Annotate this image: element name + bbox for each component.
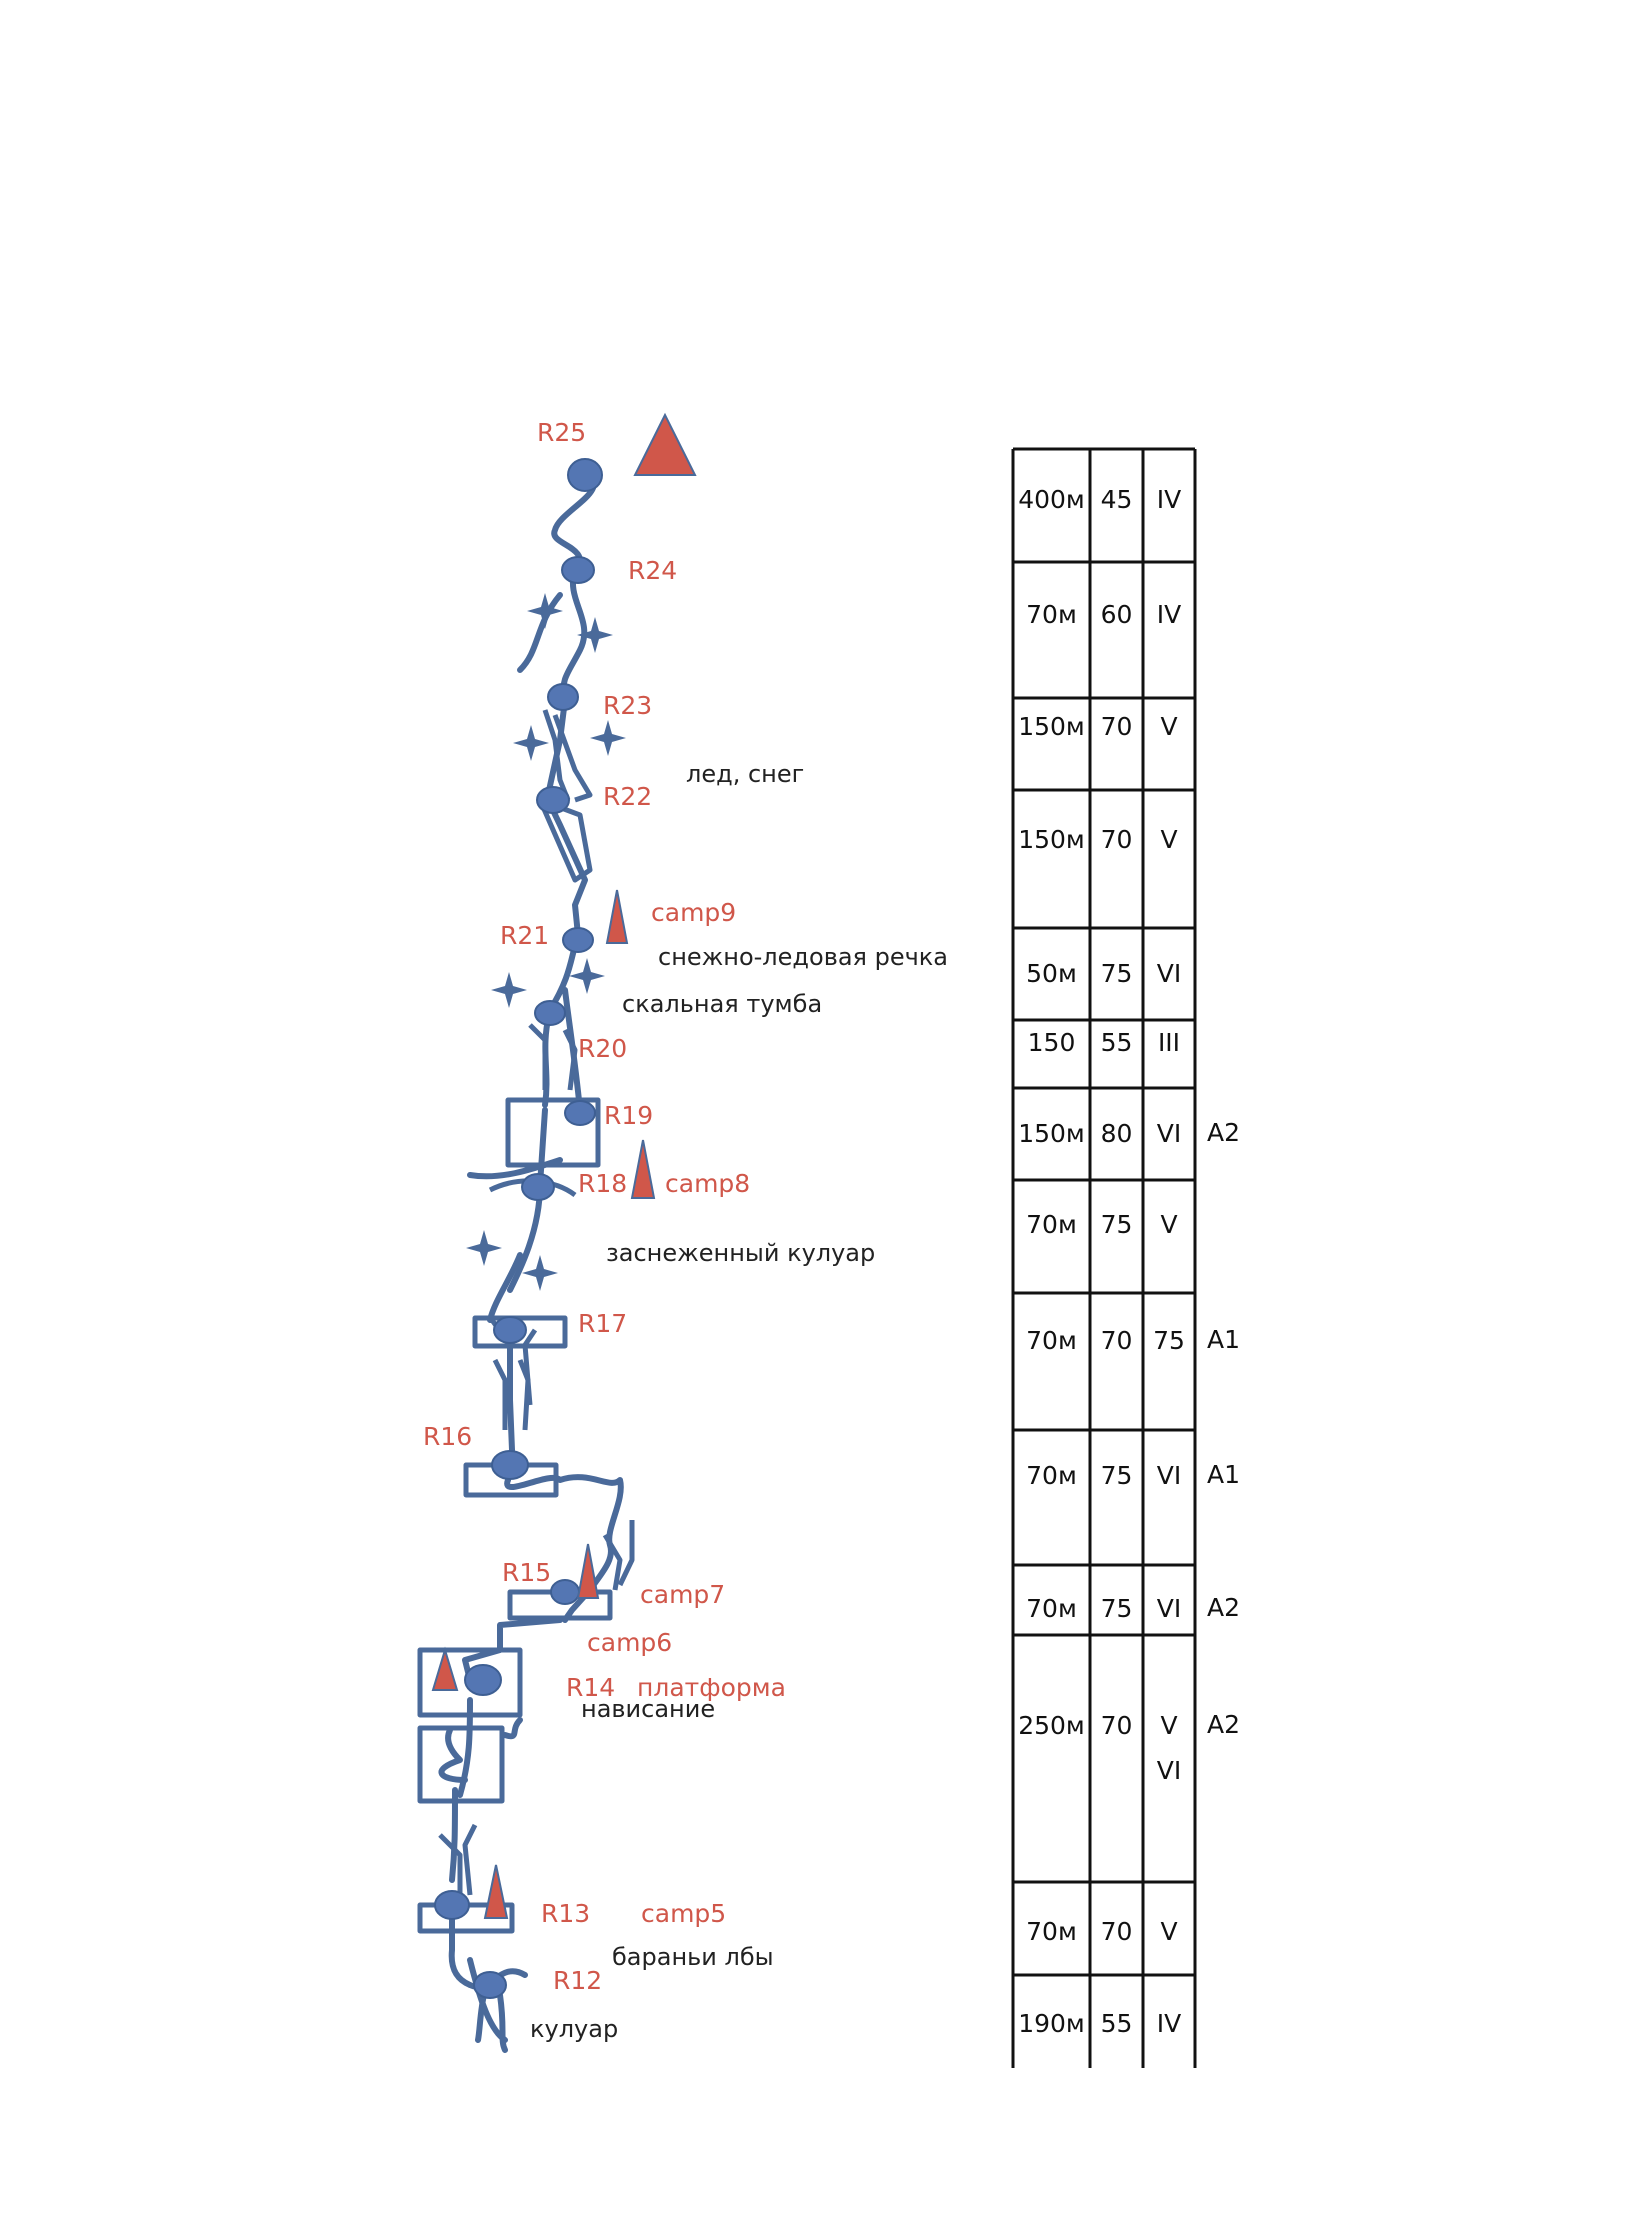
camp-label-camp9: camp9 <box>651 898 737 927</box>
belay-label-r23: R23 <box>603 691 653 720</box>
camp8-triangle <box>630 1139 656 1199</box>
row-9-aid: A1 <box>1207 1325 1241 1354</box>
row-1-length: 400м <box>1018 485 1085 514</box>
row-11-angle: 75 <box>1100 1594 1133 1623</box>
belay-label-r16: R16 <box>423 1422 473 1451</box>
belay-label-r18: R18 <box>578 1169 628 1198</box>
row-11-length: 70м <box>1026 1594 1077 1623</box>
belay-label-r20: R20 <box>578 1034 628 1063</box>
row-10-aid: A1 <box>1207 1460 1241 1489</box>
row-12-grade: V <box>1160 1711 1178 1740</box>
row-9-angle: 70 <box>1100 1326 1133 1355</box>
row-13-grade: V <box>1160 1917 1178 1946</box>
note-couloir: кулуар <box>530 2015 619 2043</box>
belay-label-r21: R21 <box>500 921 550 950</box>
row-14-grade: IV <box>1156 2009 1182 2038</box>
summit-triangle <box>633 412 697 476</box>
row-11-aid: A2 <box>1207 1593 1241 1622</box>
row-3-angle: 70 <box>1100 712 1133 741</box>
row-4-angle: 70 <box>1100 825 1133 854</box>
belay-label-r14: R14 <box>566 1673 616 1702</box>
row-3-grade: V <box>1160 712 1178 741</box>
camp-label-camp8: camp8 <box>665 1169 751 1198</box>
camp6-triangle <box>431 1646 459 1691</box>
row-7-angle: 80 <box>1100 1119 1133 1148</box>
note-snowy-couloir: заснеженный кулуар <box>606 1239 876 1267</box>
row-5-length: 50м <box>1026 959 1077 988</box>
row-9-length: 70м <box>1026 1326 1077 1355</box>
row-14-angle: 55 <box>1100 2009 1133 2038</box>
note-overhang: нависание <box>581 1695 716 1723</box>
ice-screw-markers <box>466 593 626 1291</box>
row-2-angle: 60 <box>1100 600 1133 629</box>
row-10-angle: 75 <box>1100 1461 1133 1490</box>
row-8-angle: 75 <box>1100 1210 1133 1239</box>
row-12-aid: A2 <box>1207 1710 1241 1739</box>
row-12-angle: 70 <box>1100 1711 1133 1740</box>
row-13-length: 70м <box>1026 1917 1077 1946</box>
row-4-length: 150м <box>1018 825 1085 854</box>
platform-label: платформа <box>637 1673 786 1702</box>
row-8-grade: V <box>1160 1210 1178 1239</box>
row-7-grade: VI <box>1156 1119 1182 1148</box>
note-sheep-backs: бараньи лбы <box>612 1943 774 1971</box>
route-line <box>438 469 624 2053</box>
camp-label-camp6: camp6 <box>587 1628 673 1657</box>
belay-label-r25: R25 <box>537 418 587 447</box>
belay-anchors <box>434 458 603 1999</box>
belay-label-r17: R17 <box>578 1309 628 1338</box>
belay-label-r19: R19 <box>604 1101 654 1130</box>
row-10-grade: VI <box>1156 1461 1182 1490</box>
row-12-grade-alt: VI <box>1156 1756 1182 1785</box>
row-5-angle: 75 <box>1100 959 1133 988</box>
camp-label-camp7: camp7 <box>640 1580 726 1609</box>
row-12-length: 250м <box>1018 1711 1085 1740</box>
camp5-triangle <box>483 1864 509 1919</box>
row-11-grade: VI <box>1156 1594 1182 1623</box>
camp9-triangle <box>605 889 629 944</box>
camp7-triangle <box>576 1543 600 1599</box>
belay-label-r13: R13 <box>541 1899 591 1928</box>
row-1-grade: IV <box>1156 485 1182 514</box>
belay-label-r15: R15 <box>502 1558 552 1587</box>
belay-label-r22: R22 <box>603 782 653 811</box>
row-7-length: 150м <box>1018 1119 1085 1148</box>
row-4-grade: V <box>1160 825 1178 854</box>
row-9-grade: 75 <box>1153 1326 1185 1355</box>
row-10-length: 70м <box>1026 1461 1077 1490</box>
note-rock-pillar: скальная тумба <box>622 990 823 1018</box>
row-6-length: 150 <box>1027 1028 1076 1057</box>
row-5-grade: VI <box>1156 959 1182 988</box>
row-2-length: 70м <box>1026 600 1077 629</box>
row-3-length: 150м <box>1018 712 1085 741</box>
row-6-angle: 55 <box>1100 1028 1133 1057</box>
row-13-angle: 70 <box>1100 1917 1133 1946</box>
row-1-angle: 45 <box>1100 485 1133 514</box>
row-8-length: 70м <box>1026 1210 1077 1239</box>
row-14-length: 190м <box>1018 2009 1085 2038</box>
note-snow-ice-stream: снежно-ледовая речка <box>658 943 948 971</box>
belay-label-r24: R24 <box>628 556 678 585</box>
note-ice-snow: лед, снег <box>686 760 805 788</box>
row-6-grade: III <box>1157 1028 1181 1057</box>
row-7-aid: A2 <box>1207 1118 1241 1147</box>
table-grid <box>1011 447 1197 2068</box>
camp-markers <box>431 412 697 1919</box>
camp-label-camp5: camp5 <box>641 1899 727 1928</box>
row-2-grade: IV <box>1156 600 1182 629</box>
belay-label-r12: R12 <box>553 1966 603 1995</box>
